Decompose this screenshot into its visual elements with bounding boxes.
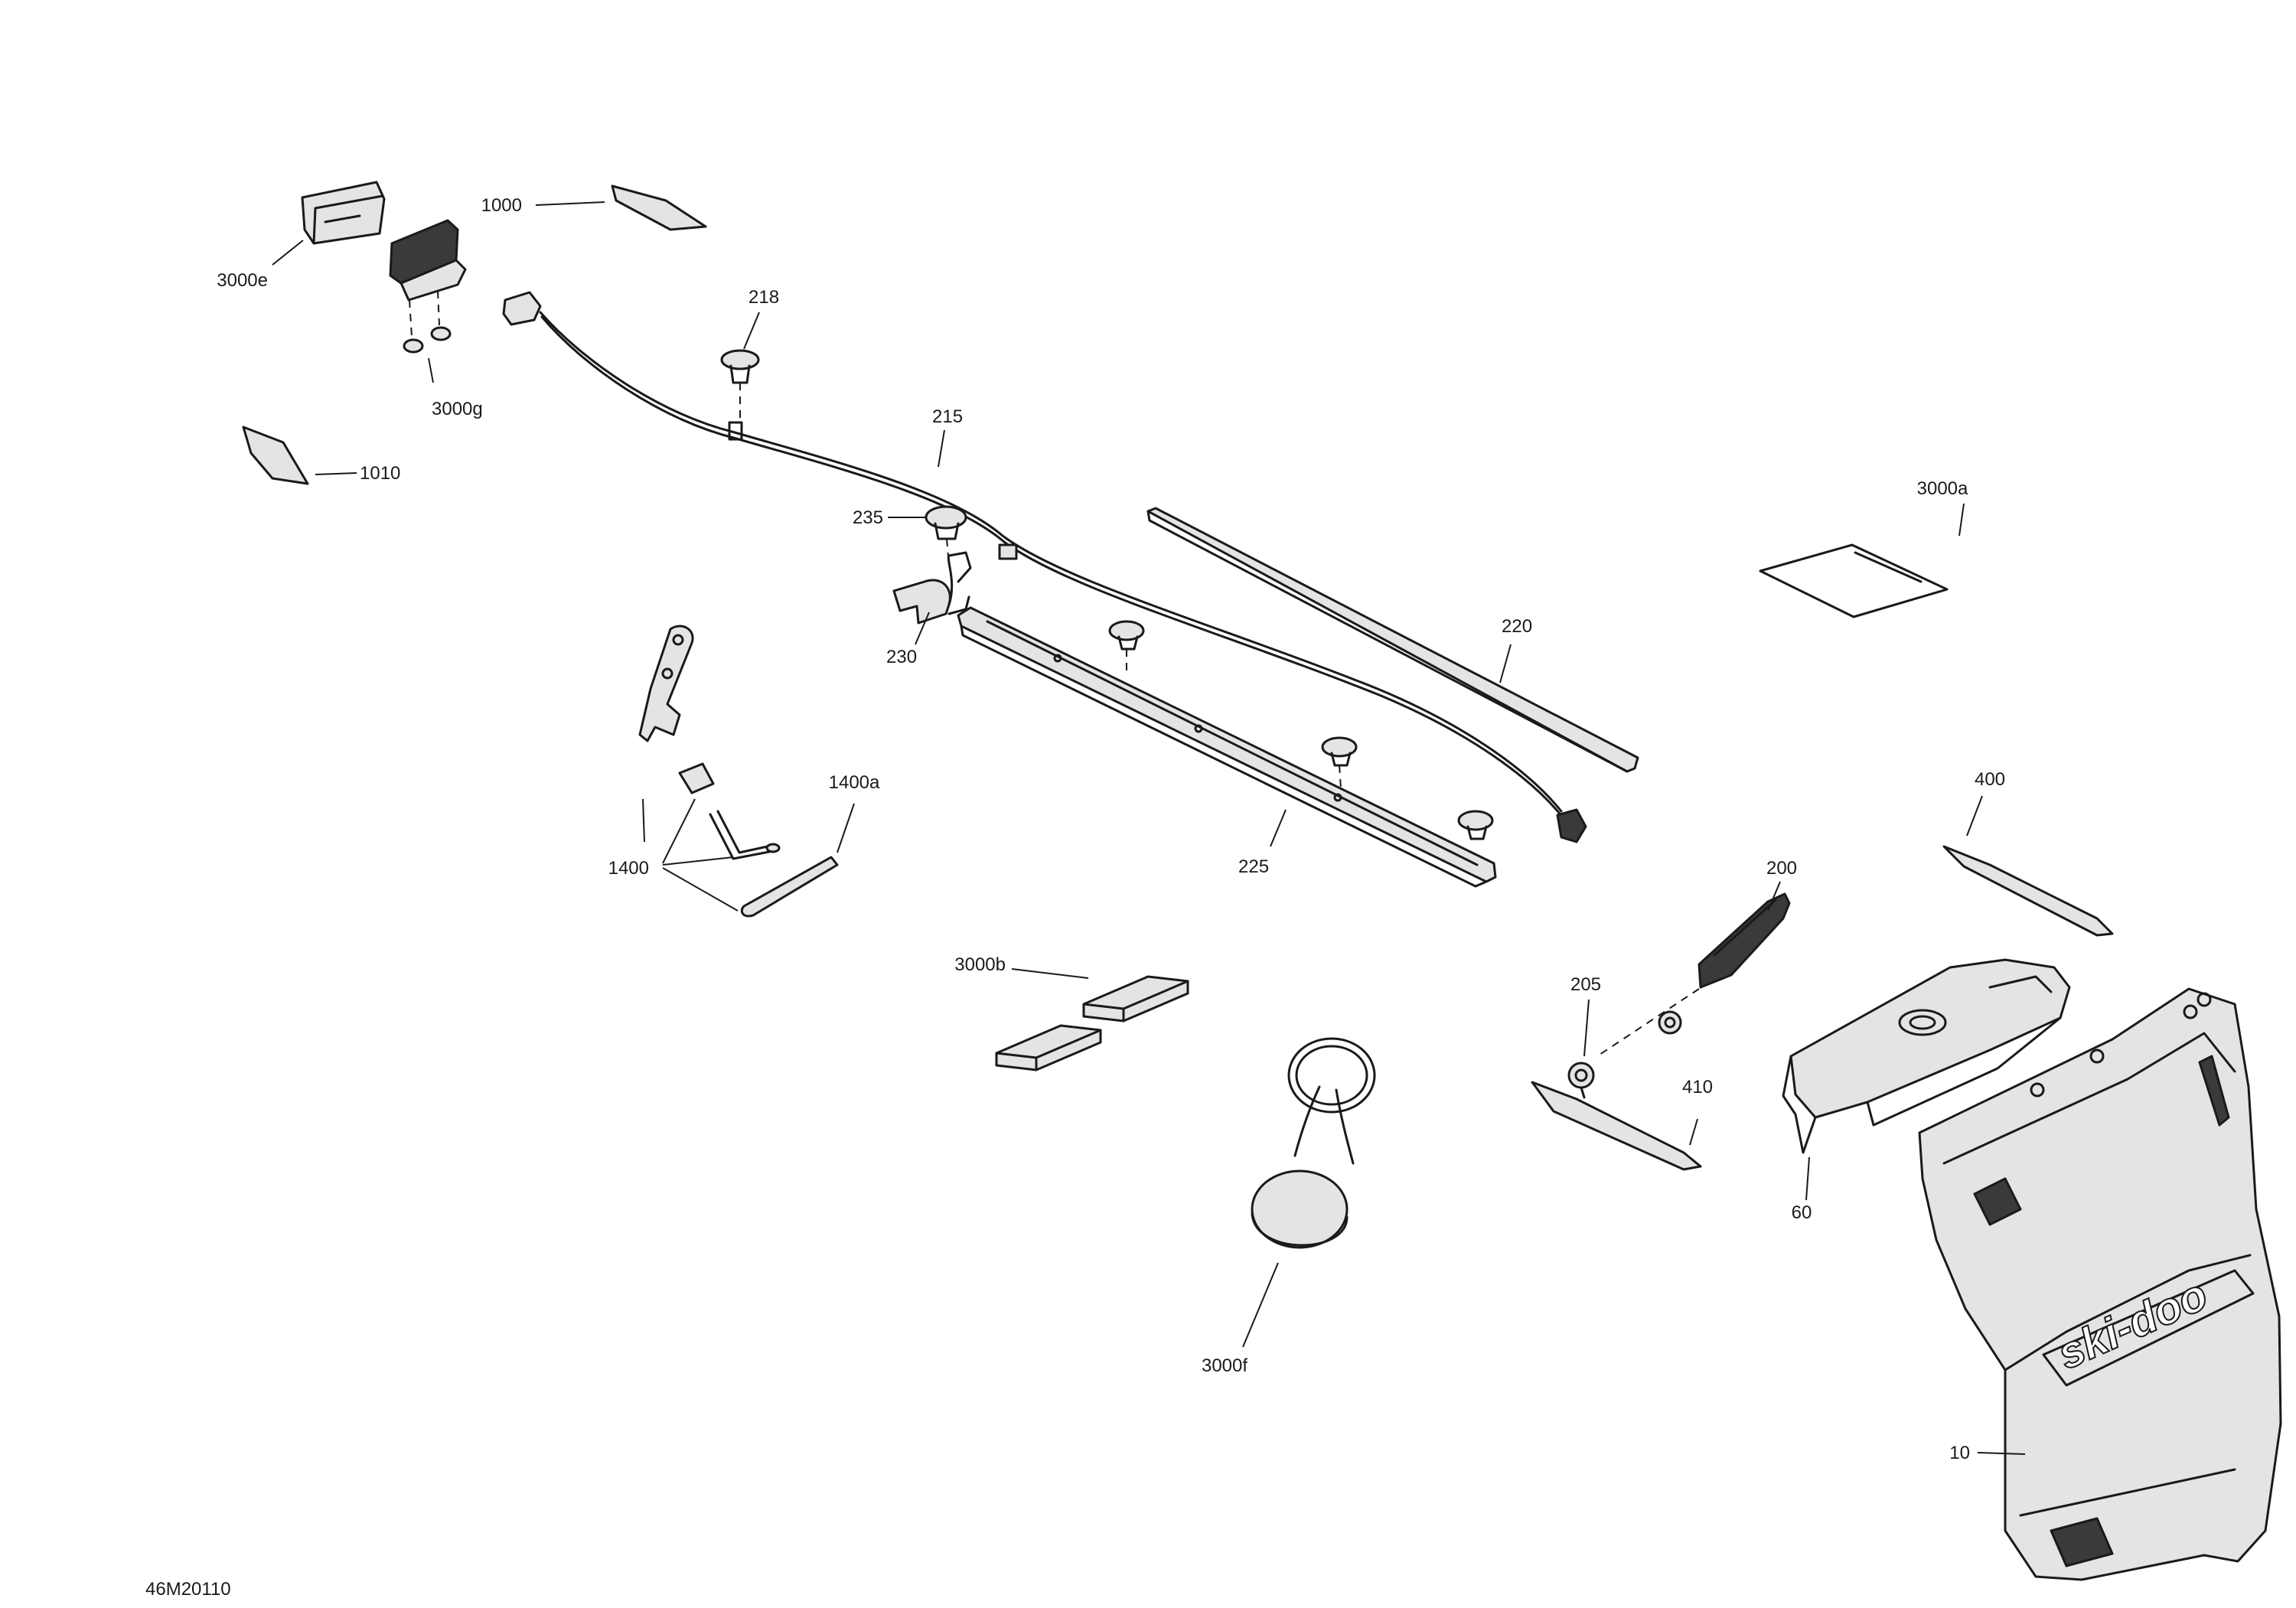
part-1400-tools bbox=[638, 625, 781, 912]
part-3000g-holder bbox=[389, 219, 467, 354]
callout-1400a: 1400a bbox=[829, 772, 880, 793]
reference-code: 46M20110 bbox=[145, 1579, 231, 1600]
part-1400a-strap bbox=[740, 856, 839, 918]
part-400-decal bbox=[1942, 845, 2114, 937]
callout-1000: 1000 bbox=[481, 195, 522, 216]
part-218-pin bbox=[720, 349, 760, 419]
callout-10: 10 bbox=[1949, 1443, 1970, 1463]
part-1000-decal bbox=[611, 184, 707, 231]
part-3000a-manual bbox=[1759, 543, 1949, 618]
part-225-pins bbox=[1108, 620, 1494, 840]
part-1010-decal bbox=[242, 426, 309, 485]
callout-400: 400 bbox=[1975, 769, 2005, 790]
part-200-light bbox=[1599, 892, 1791, 1055]
callout-1400: 1400 bbox=[608, 858, 649, 879]
callout-3000b: 3000b bbox=[954, 954, 1006, 975]
callout-3000e: 3000e bbox=[217, 270, 268, 291]
part-215-harness bbox=[502, 291, 1587, 843]
callout-410: 410 bbox=[1682, 1077, 1713, 1098]
leader-lines bbox=[272, 201, 2026, 1455]
part-230-clamp bbox=[892, 551, 972, 625]
callout-218: 218 bbox=[748, 287, 779, 308]
callout-60: 60 bbox=[1792, 1202, 1812, 1223]
callout-1010: 1010 bbox=[360, 463, 400, 484]
callout-labels: 1000 3000e 3000g 1010 218 215 235 230 22… bbox=[217, 195, 2005, 1463]
part-60-console bbox=[1782, 958, 2071, 1154]
callout-235: 235 bbox=[853, 507, 883, 528]
part-205-bolts bbox=[1567, 1010, 1682, 1099]
callout-3000a: 3000a bbox=[1917, 478, 1968, 499]
part-3000e-cap bbox=[301, 181, 386, 245]
callout-205: 205 bbox=[1570, 974, 1601, 995]
callout-3000g: 3000g bbox=[432, 399, 483, 419]
callout-3000f: 3000f bbox=[1202, 1355, 1247, 1376]
callout-225: 225 bbox=[1238, 856, 1269, 877]
part-3000b-pads bbox=[995, 975, 1189, 1071]
part-3000f-funnel bbox=[1251, 1037, 1376, 1249]
part-225-rail bbox=[957, 606, 1497, 888]
part-10-panel: ski-doo bbox=[1918, 987, 2282, 1581]
callout-200: 200 bbox=[1766, 858, 1797, 879]
callout-220: 220 bbox=[1502, 616, 1532, 637]
part-410-decal bbox=[1531, 1081, 1702, 1171]
callout-230: 230 bbox=[886, 647, 917, 667]
part-220-strip bbox=[1146, 507, 1639, 773]
part-235-pin bbox=[925, 505, 967, 567]
callout-215: 215 bbox=[932, 406, 963, 427]
